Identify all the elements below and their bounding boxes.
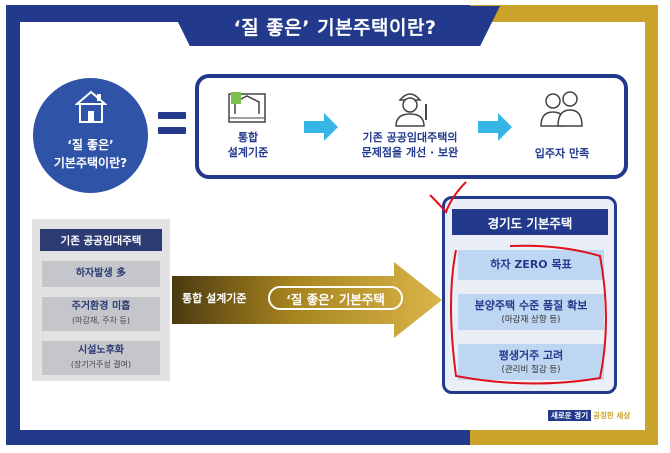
arrow-right-icon-2 [478,113,512,141]
gold-arrow [172,262,442,338]
goal-lifelong-living-label: 평생거주 고려 [498,349,564,362]
step-2-line2: 문제점을 개선 · 보완 [361,146,459,159]
integrated-standard-label: 통합 설계기준 [182,292,247,305]
goal-zero-defects-label: 하자 ZERO 목표 [490,258,572,271]
step-1-line1: 통합 [237,131,259,144]
issue-aging-facilities-label: 시설노후화 [78,345,124,356]
circle-line1: ‘질 좋은’ [67,138,114,152]
footer-slogan-part1: 새로운 경기 [548,410,592,421]
definition-circle: ‘질 좋은’ 기본주택이란? [33,78,148,193]
goal-quality: 분양주택 수준 품질 확보 (마감재 상향 등) [458,294,604,330]
existing-housing-title: 기존 공공임대주택 [40,229,162,251]
issue-living-environment-sub: (마감재, 주차 등) [71,316,131,325]
goal-lifelong-living: 평생거주 고려 (관리비 절감 등) [458,344,604,380]
existing-housing-panel: 기존 공공임대주택 하자발생 多 주거환경 미흡 (마감재, 주차 등) 시설노… [32,219,170,381]
issue-defects: 하자발생 多 [42,261,160,287]
footer-slogan-part2: 공정한 세상 [593,411,631,420]
blueprint-icon [228,92,266,123]
step-1-label: 통합 설계기준 [215,130,281,160]
goal-lifelong-living-sub: (관리비 절감 등) [501,365,561,375]
arrow-right-icon [304,113,338,141]
step-2-label: 기존 공공임대주택의 문제점을 개선 · 보완 [345,130,475,160]
house-icon [75,90,107,123]
worker-icon [395,93,427,127]
issue-defects-label: 하자발생 多 [75,268,127,279]
issue-living-environment-label: 주거환경 미흡 [71,301,131,312]
goal-zero-defects: 하자 ZERO 목표 [458,250,604,280]
issue-aging-facilities: 시설노후화 (장기거주성 결여) [42,341,160,375]
residents-icon [540,91,583,127]
circle-line2: 기본주택이란? [53,156,128,170]
gyeonggi-housing-title: 경기도 기본주택 [452,209,608,235]
quality-housing-pill: ‘질 좋은’ 기본주택 [268,286,403,310]
goal-quality-label: 분양주택 수준 품질 확보 [474,299,588,312]
step-1-line2: 설계기준 [227,146,269,159]
equals-sign [158,112,186,142]
step-2-line1: 기존 공공임대주택의 [362,131,458,144]
issue-living-environment: 주거환경 미흡 (마감재, 주차 등) [42,297,160,331]
page-title: ‘질 좋은’ 기본주택이란? [170,6,500,46]
step-3-label: 입주자 만족 [534,147,590,160]
goal-quality-sub: (마감재 상향 등) [501,315,561,325]
issue-aging-facilities-sub: (장기거주성 결여) [70,360,132,369]
